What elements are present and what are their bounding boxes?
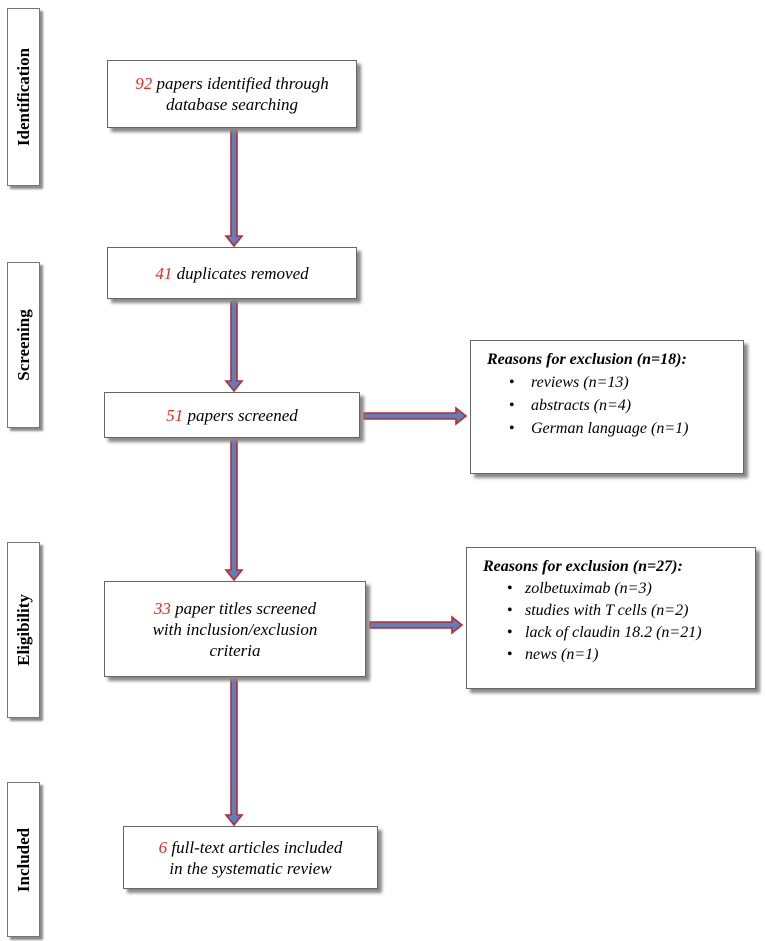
exclusion-screening-heading-count: 18 [660, 351, 677, 368]
arrow-duplicates-to-screened [224, 300, 244, 393]
stage-identification: Identification [7, 8, 40, 186]
screened-text: papers screened [183, 405, 298, 425]
exclusion-box-eligibility: Reasons for exclusion (n=27): zolbetuxim… [466, 547, 756, 689]
exclusion-screening-list: reviews (n=13) abstracts (n=4) German la… [471, 371, 743, 440]
exclusion-eligibility-heading: Reasons for exclusion (n=27): [483, 558, 683, 575]
arrow-screened-to-titles [224, 439, 244, 582]
identified-line2: database searching [165, 95, 299, 114]
titles-line1: paper titles screened [170, 598, 317, 618]
exclusion-eligibility-list: zolbetuximab (n=3) studies with T cells … [467, 578, 755, 666]
box-screened: 51 papers screened [104, 392, 360, 438]
titles-line3: criteria [209, 640, 261, 660]
list-item: German language (n=1) [471, 417, 743, 440]
screened-count: 51 [166, 405, 184, 425]
identified-count: 92 [135, 74, 153, 93]
list-item: studies with T cells (n=2) [467, 600, 755, 622]
included-line1: full-text articles included [167, 837, 343, 857]
box-duplicates: 41 duplicates removed [107, 247, 357, 299]
arrow-screened-to-exclusion [363, 406, 468, 426]
titles-line2: with inclusion/exclusion [152, 619, 318, 639]
arrow-titles-to-exclusion [369, 615, 464, 635]
arrow-titles-to-included [224, 678, 244, 827]
exclusion-screening-heading-suffix: ): [676, 351, 687, 368]
list-item: news (n=1) [467, 644, 755, 666]
exclusion-box-screening: Reasons for exclusion (n=18): reviews (n… [470, 340, 744, 474]
duplicates-count: 41 [155, 263, 173, 283]
box-included: 6 full-text articles included in the sys… [123, 826, 378, 889]
arrow-identified-to-duplicates [224, 129, 244, 248]
list-item: reviews (n=13) [471, 371, 743, 394]
included-count: 6 [158, 837, 168, 857]
list-item: abstracts (n=4) [471, 394, 743, 417]
list-item: zolbetuximab (n=3) [467, 578, 755, 600]
box-titles: 33 paper titles screened with inclusion/… [104, 581, 366, 677]
titles-count: 33 [153, 598, 171, 618]
identified-line1: papers identified through [152, 74, 329, 93]
stage-screening: Screening [7, 262, 40, 428]
duplicates-text: duplicates removed [172, 263, 309, 283]
list-item: lack of claudin 18.2 (n=21) [467, 622, 755, 644]
exclusion-screening-heading: Reasons for exclusion (n=18): [471, 351, 743, 369]
box-identified: 92 papers identified through database se… [107, 60, 357, 128]
stage-included: Included [7, 782, 40, 937]
exclusion-screening-heading-prefix: Reasons for exclusion (n= [487, 351, 661, 368]
stage-eligibility: Eligibility [7, 542, 40, 718]
included-line2: in the systematic review [169, 858, 332, 878]
